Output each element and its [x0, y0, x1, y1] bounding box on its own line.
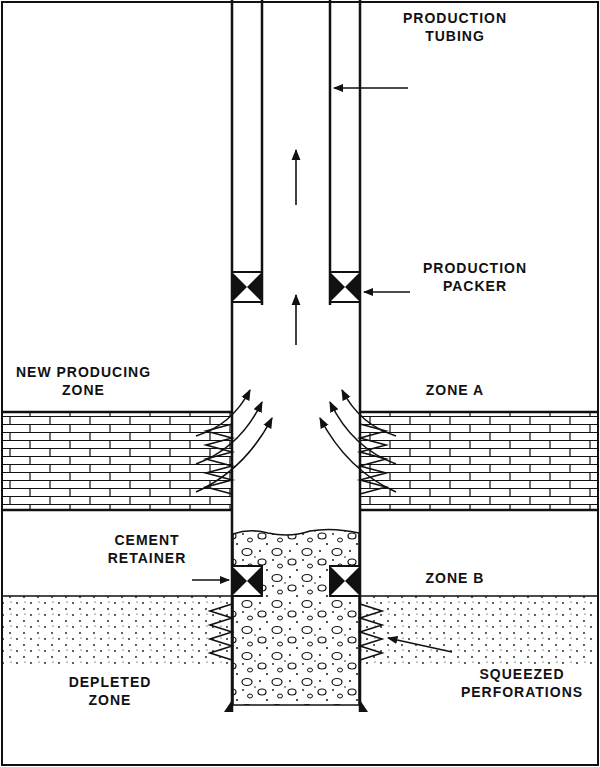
part-label: ZONE A	[405, 380, 505, 400]
production-tubing	[262, 0, 330, 305]
zone-b-formation	[3, 596, 232, 665]
flow-arrows	[196, 150, 396, 492]
perforations	[360, 604, 382, 660]
part-label: PRODUCTION PACKER	[410, 258, 540, 296]
cement-plug	[233, 529, 359, 705]
packer-symbol	[330, 566, 360, 596]
packer-symbol	[232, 566, 262, 596]
perforations	[360, 424, 386, 494]
casing-shoe	[224, 700, 368, 712]
zone-a-formation	[360, 412, 597, 510]
packer-symbol	[232, 272, 262, 302]
part-label: DEPLETED ZONE	[55, 672, 165, 710]
perforations	[206, 424, 232, 494]
part-label: NEW PRODUCING ZONE	[6, 362, 161, 400]
zone-a-formation	[3, 412, 232, 510]
part-label: CEMENT RETAINER	[92, 530, 202, 568]
part-label: ZONE B	[405, 568, 505, 588]
casing	[232, 0, 360, 712]
packer-symbol	[330, 272, 360, 302]
part-label: SQUEEZED PERFORATIONS	[452, 664, 592, 702]
zone-b-formation	[360, 596, 597, 665]
part-label: PRODUCTION TUBING	[390, 8, 520, 46]
formation-boundary	[3, 412, 597, 510]
perforations	[210, 604, 232, 660]
